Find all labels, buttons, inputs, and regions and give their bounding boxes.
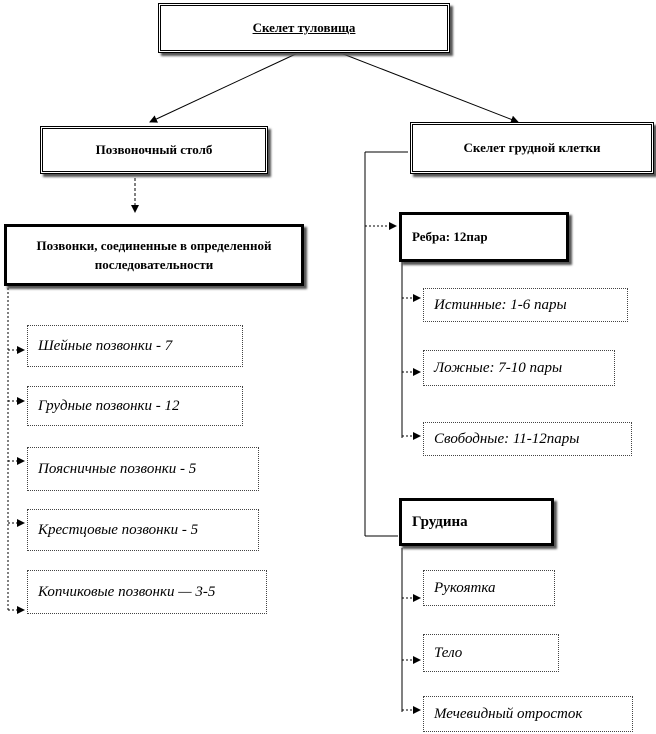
chest-label: Скелет грудной клетки	[463, 140, 601, 155]
ribs-item-floating: Свободные: 11-12пары	[423, 422, 632, 456]
spine-item-lumbar: Поясничные позвонки - 5	[27, 447, 259, 491]
sternum-item-manubrium: Рукоятка	[423, 570, 555, 606]
title-box: Скелет туловища	[158, 3, 450, 53]
spine-item-thoracic: Грудные позвонки - 12	[27, 386, 243, 426]
chest-box: Скелет грудной клетки	[410, 122, 654, 174]
spine-item-coccygeal: Копчиковые позвонки — 3-5	[27, 570, 267, 614]
vertebrae-group-label: Позвонки, соединенные в определенной пос…	[36, 238, 272, 272]
sternum-box: Грудина	[399, 498, 554, 546]
spine-label: Позвоночный столб	[95, 142, 213, 157]
sternum-item-body: Тело	[423, 634, 559, 672]
ribs-box: Ребра: 12пар	[399, 212, 569, 262]
sternum-item-xiphoid: Мечевидный отросток	[423, 696, 633, 732]
diagram-title: Скелет туловища	[252, 20, 356, 35]
ribs-item-true: Истинные: 1-6 пары	[423, 288, 628, 322]
sternum-label: Грудина	[412, 513, 468, 530]
ribs-item-false: Ложные: 7-10 пары	[423, 350, 615, 386]
spine-box: Позвоночный столб	[40, 126, 268, 174]
ribs-label: Ребра: 12пар	[412, 229, 488, 244]
spine-item-cervical: Шейные позвонки - 7	[27, 325, 243, 367]
spine-item-sacral: Крестцовые позвонки - 5	[27, 509, 259, 551]
vertebrae-group-box: Позвонки, соединенные в определенной пос…	[4, 224, 304, 286]
